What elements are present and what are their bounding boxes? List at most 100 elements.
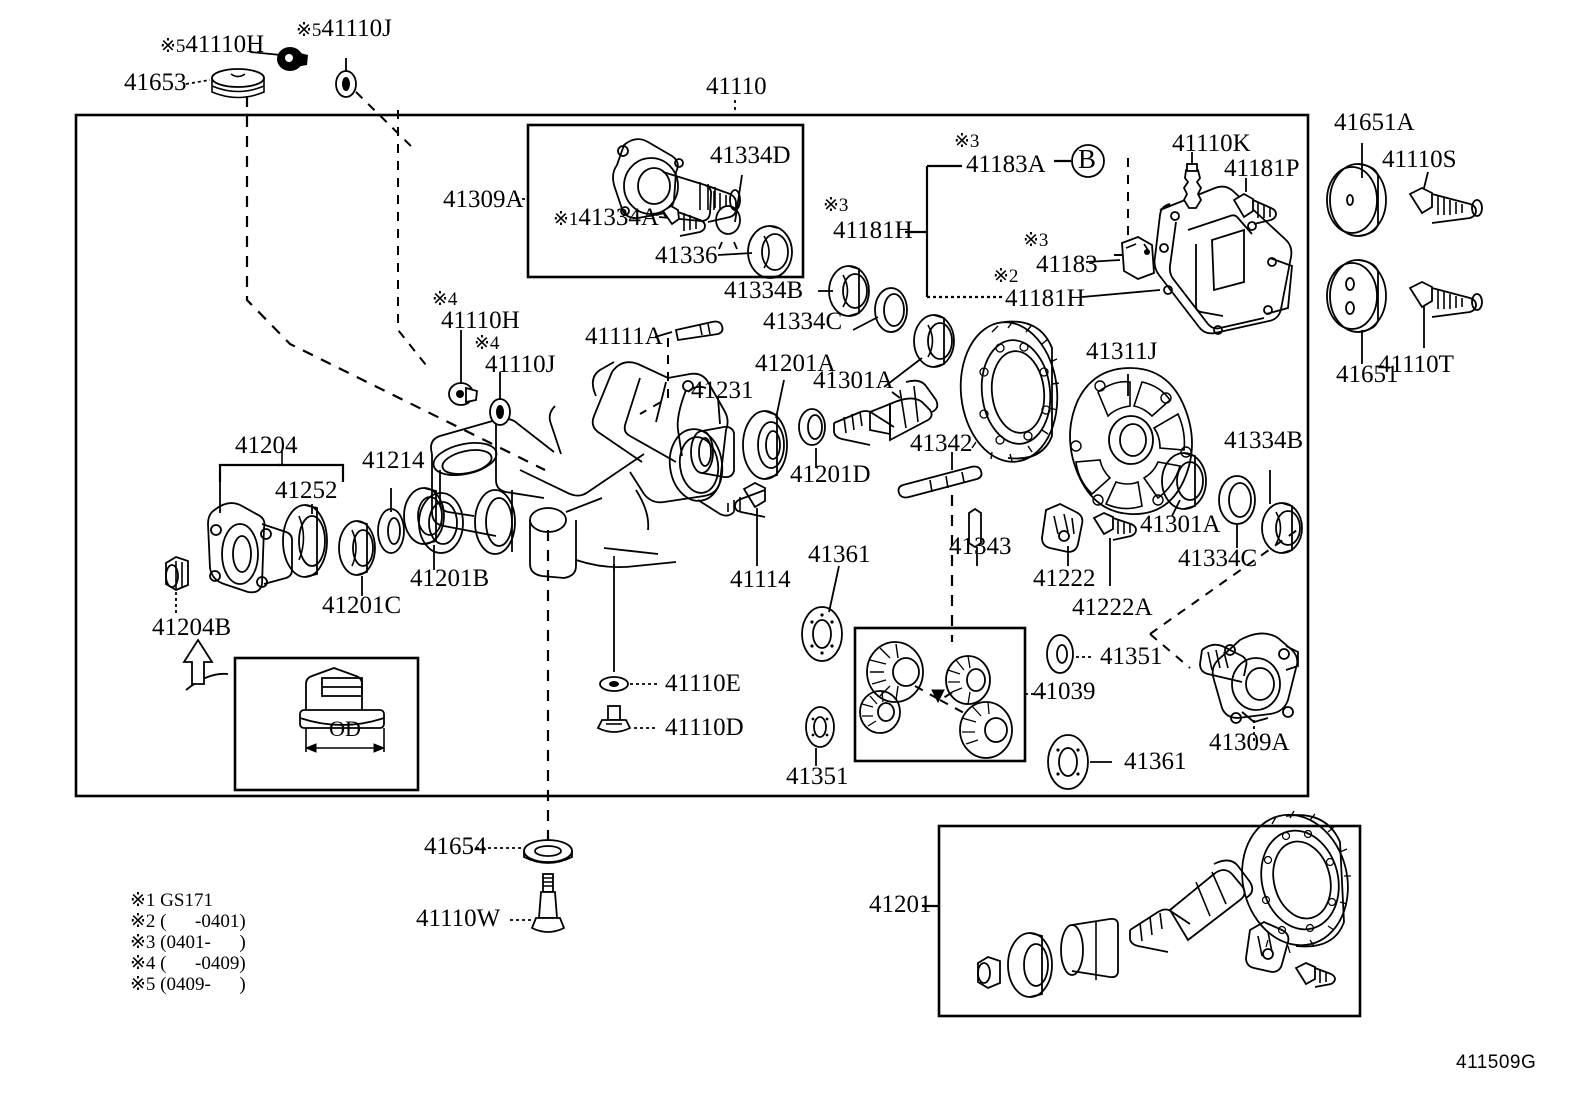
label-41110e: 41110E	[665, 670, 741, 697]
label-41201c: 41201C	[322, 592, 402, 619]
label-41110k: 41110K	[1172, 130, 1251, 157]
part-41309a-side-gear-shaft	[1199, 632, 1299, 724]
label-41301a-right: 41301A	[1140, 511, 1221, 538]
part-41231-sleeve	[690, 425, 735, 479]
label-41654: 41654	[424, 833, 487, 860]
part-41039-gear-set	[859, 641, 1013, 759]
part-41201a-bearing	[742, 410, 788, 480]
label-41651a: 41651A	[1334, 109, 1415, 136]
label-41110h-mid-mark: ※4	[432, 289, 458, 310]
part-41334d-snapring	[715, 205, 741, 250]
part-41201d-spacer	[798, 408, 826, 446]
part-41343-lock-pin	[968, 507, 982, 549]
label-41110w: 41110W	[416, 905, 501, 932]
label-41110t: 41110T	[1378, 351, 1454, 378]
label-41309a-bot: 41309A	[1209, 729, 1290, 756]
part-41110e-gasket	[599, 676, 629, 692]
label-41653: 41653	[124, 69, 187, 96]
label-41222: 41222	[1033, 565, 1096, 592]
part-41201b-bearing	[403, 487, 445, 545]
label-41204: 41204	[235, 432, 298, 459]
footnote-2: ※2 ( -0401)	[130, 911, 246, 932]
label-41110d: 41110D	[665, 714, 744, 741]
label-41201-inset: 41201	[869, 891, 932, 918]
label-41181h-left: 41181H	[833, 217, 913, 244]
part-41114-bolt	[727, 481, 766, 518]
label-41201b: 41201B	[410, 565, 490, 592]
part-41110h-mid	[448, 382, 478, 406]
part-41651-mount	[1326, 259, 1387, 333]
part-41201c-oilseal	[338, 520, 376, 576]
label-41336: 41336	[655, 242, 718, 269]
label-41343: 41343	[949, 533, 1012, 560]
label-41231: 41231	[691, 377, 754, 404]
label-41309a: 41309A	[443, 186, 524, 213]
part-41204b-nut	[165, 556, 189, 592]
inset-box-41309a	[526, 123, 805, 279]
label-41334c-right: 41334C	[1178, 545, 1258, 572]
label-41110j-mid: 41110J	[485, 351, 556, 378]
part-41201-pinion-shaft	[833, 379, 939, 446]
label-41334a: ※141334A	[553, 204, 659, 231]
label-41183-mark: ※3	[1023, 230, 1049, 251]
part-41311j-diff-case	[1069, 367, 1193, 515]
part-41351-thrust-washer-right	[1046, 634, 1074, 674]
footnote-5: ※5 (0409- )	[130, 974, 246, 995]
label-41334b-top: 41334B	[724, 277, 804, 304]
label-41183a: 41183A	[966, 151, 1046, 178]
label-41334c-top: 41334C	[763, 308, 843, 335]
part-41351-thrust-washer-left	[805, 706, 835, 748]
label-41110h-top: ※541110H	[160, 31, 265, 58]
label-41351-left: 41351	[786, 763, 849, 790]
part-41201-ring-gear	[959, 320, 1060, 463]
label-41301a-top: 41301A	[813, 367, 894, 394]
part-41651a-mount	[1326, 163, 1387, 237]
part-41222a-bolt	[1092, 512, 1137, 541]
part-41361-thrust-washer-top	[801, 606, 843, 662]
label-41183a-mark: ※3	[954, 131, 980, 152]
label-41204b: 41204B	[152, 614, 232, 641]
part-41110s-bolt	[1408, 186, 1483, 224]
part-41204-companion-flange	[207, 502, 293, 594]
label-41361-bot: 41361	[1124, 748, 1187, 775]
part-41334b-bearing-right	[1261, 502, 1303, 554]
label-41183: 41183	[1036, 251, 1098, 278]
label-41181h-low-mark: ※2	[993, 266, 1019, 287]
label-41342: 41342	[910, 430, 973, 457]
footnote-4: ※4 ( -0409)	[130, 953, 246, 974]
callout-b-circle	[1071, 144, 1105, 178]
part-41110k-sensor	[1182, 163, 1203, 209]
label-41361-top: 41361	[808, 541, 871, 568]
part-41110j-top	[335, 70, 357, 98]
label-41351-right: 41351	[1100, 643, 1163, 670]
part-41334b-bearing-top	[828, 265, 870, 317]
part-41222-lock-plate	[1041, 503, 1084, 553]
label-41201a: 41201A	[755, 350, 836, 377]
part-41334c-shim-right	[1218, 475, 1256, 525]
part-41181p-bolt	[1232, 192, 1277, 225]
part-41111a-breather	[674, 320, 724, 342]
diagram-id-code: 411509G	[1456, 1052, 1537, 1073]
label-41311j: 41311J	[1086, 338, 1158, 365]
inset-box-41201	[937, 824, 1362, 1018]
label-41110j-mid-mark: ※4	[474, 333, 500, 354]
part-41342-pinion-shaft-pin	[897, 465, 983, 499]
label-41334b-right: 41334B	[1224, 427, 1304, 454]
label-41110j-top: ※541110J	[296, 15, 392, 42]
part-41214-washer	[377, 508, 405, 554]
part-41110h-top	[277, 47, 308, 71]
label-41110s: 41110S	[1382, 146, 1457, 173]
label-41252: 41252	[275, 477, 338, 504]
main-frame	[74, 113, 1310, 798]
label-41214: 41214	[362, 447, 425, 474]
part-41110j-mid	[489, 398, 511, 426]
label-41039: 41039	[1033, 678, 1096, 705]
footnote-3: ※3 (0401- )	[130, 932, 246, 953]
od-dimension-label: OD	[329, 716, 361, 741]
part-41183-bracket	[1121, 236, 1155, 280]
footnote-1: ※1 GS171	[130, 890, 213, 911]
part-41334c-shim-top	[874, 287, 908, 333]
label-41110h-mid: 41110H	[441, 307, 520, 334]
part-41110-differential-housing	[418, 361, 735, 579]
part-41653-plug	[211, 68, 265, 99]
